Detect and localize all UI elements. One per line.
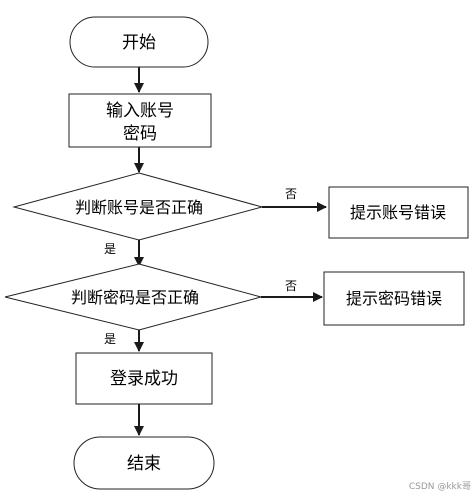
watermark: CSDN @kkk哥 <box>409 481 471 492</box>
password-error-node: 提示密码错误 <box>323 271 465 326</box>
edge-label-password-yes: 是 <box>104 332 116 346</box>
check-password-node: 判断密码是否正确 <box>4 263 263 331</box>
check-account-node: 判断账号是否正确 <box>12 172 264 241</box>
account-error-label: 提示账号错误 <box>350 203 446 222</box>
end-label: 结束 <box>127 454 161 474</box>
connectors <box>134 67 327 436</box>
end-node: 结束 <box>73 436 215 490</box>
input-label-line2: 密码 <box>123 124 157 144</box>
input-node: 输入账号 密码 <box>68 93 212 148</box>
password-error-label: 提示密码错误 <box>346 289 442 308</box>
check-password-label: 判断密码是否正确 <box>71 288 199 307</box>
login-success-label: 登录成功 <box>110 369 178 389</box>
edge-label-password-no: 否 <box>285 279 297 293</box>
login-success-node: 登录成功 <box>75 352 213 405</box>
start-label: 开始 <box>122 33 156 53</box>
input-label-line1: 输入账号 <box>106 101 174 121</box>
edge-label-account-yes: 是 <box>104 242 116 256</box>
account-error-node: 提示账号错误 <box>328 186 469 239</box>
edge-label-account-no: 否 <box>285 187 297 201</box>
start-node: 开始 <box>69 16 209 68</box>
check-account-label: 判断账号是否正确 <box>75 198 203 217</box>
